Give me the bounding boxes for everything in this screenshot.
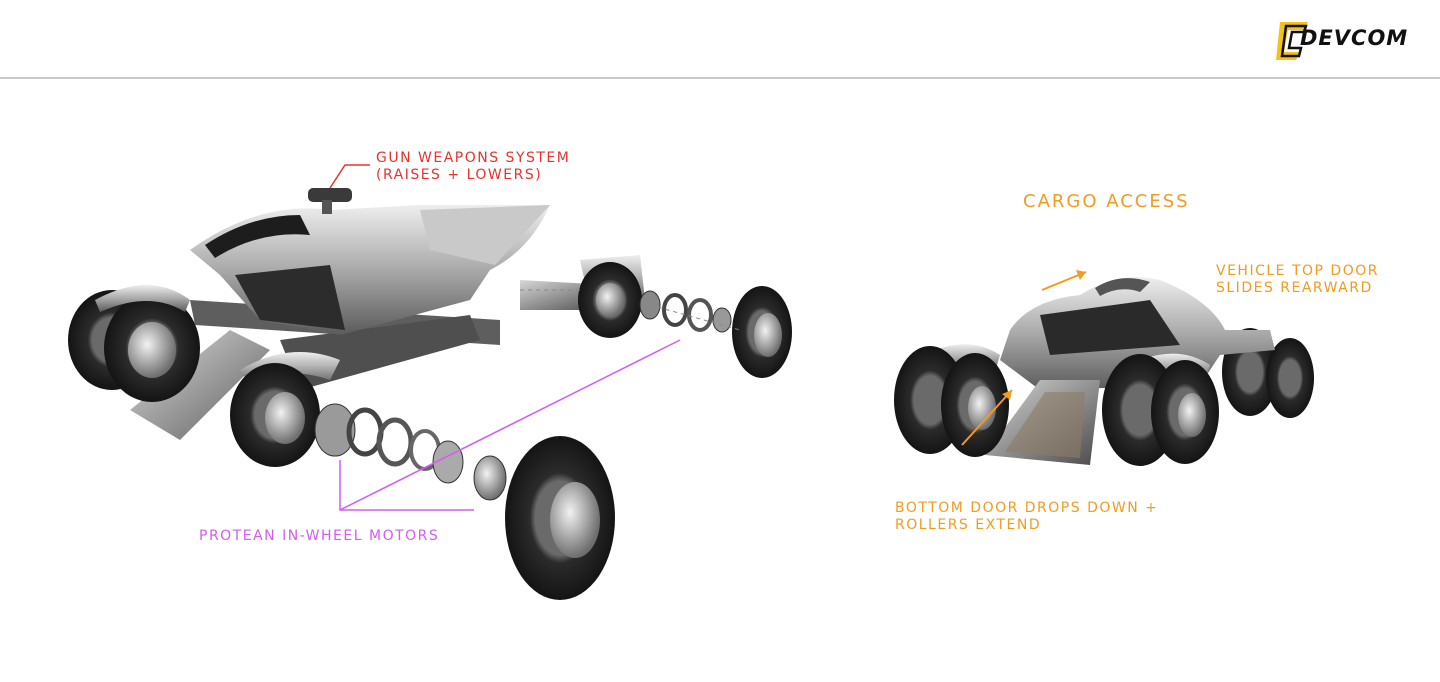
exploded-vehicle — [68, 164, 792, 600]
top-door-sublabel: SLIDES REARWARD — [1216, 280, 1373, 296]
cargo-vehicle — [894, 270, 1314, 466]
gun-weapons-sublabel: (RAISES + LOWERS) — [376, 167, 543, 183]
gun-weapons-label: GUN WEAPONS SYSTEM — [376, 150, 571, 166]
top-door-label: VEHICLE TOP DOOR — [1216, 263, 1379, 279]
in-wheel-motors-label: PROTEAN IN-WHEEL MOTORS — [199, 528, 440, 544]
brand-logo-text: DEVCOM — [1300, 26, 1409, 50]
bottom-door-sublabel: ROLLERS EXTEND — [895, 517, 1042, 533]
cargo-access-title: CARGO ACCESS — [1023, 191, 1190, 212]
devcom-logo-icon — [1276, 22, 1308, 60]
bottom-door-label: BOTTOM DOOR DROPS DOWN + — [895, 500, 1159, 516]
header-divider — [0, 77, 1440, 79]
